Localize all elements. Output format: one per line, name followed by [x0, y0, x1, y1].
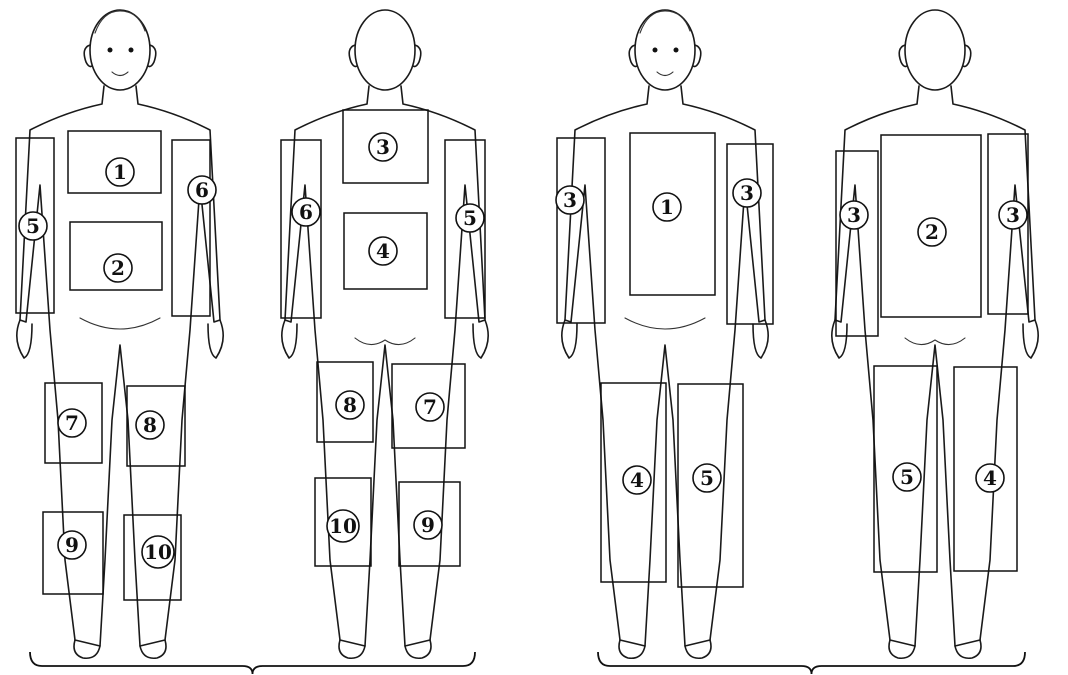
- body-outline: [565, 86, 765, 646]
- right-eye: [674, 48, 679, 53]
- zone-number: 4: [630, 468, 644, 492]
- zone-trunk-2: 2: [70, 222, 162, 290]
- ears: [629, 45, 701, 67]
- zone-number: 3: [847, 203, 861, 227]
- head: [355, 10, 415, 90]
- zone-number: 5: [900, 465, 914, 489]
- zone-number: 9: [421, 513, 435, 537]
- zone-leg-5: 5: [678, 384, 743, 587]
- body-figure-2-back: [282, 10, 488, 658]
- brace-group-left: [30, 652, 475, 674]
- zone-number: 5: [26, 214, 40, 238]
- groin-line: [625, 318, 705, 329]
- zone-number: 6: [195, 178, 209, 202]
- left-eye: [653, 48, 658, 53]
- ears: [349, 45, 421, 67]
- zone-trunk-3: 3: [343, 110, 428, 183]
- zone-leg-10: 10: [124, 515, 181, 600]
- zone-number: 5: [463, 206, 477, 230]
- hair-line: [640, 11, 690, 33]
- zone-number: 7: [423, 395, 437, 419]
- body-figure-4-back: [832, 10, 1038, 658]
- left-eye: [108, 48, 113, 53]
- zone-number: 8: [143, 413, 157, 437]
- zone-number: 6: [299, 200, 313, 224]
- mouth: [657, 72, 673, 76]
- zone-leg-7: 7: [392, 364, 465, 448]
- zone-number: 10: [144, 540, 172, 564]
- zone-number: 3: [563, 188, 577, 212]
- hair-line: [95, 11, 145, 33]
- zone-number: 10: [329, 514, 357, 538]
- head: [905, 10, 965, 90]
- zone-leg-9: 9: [399, 482, 460, 566]
- zone-trunk-1: 1: [630, 133, 715, 295]
- right-eye: [129, 48, 134, 53]
- zone-trunk-4: 4: [344, 213, 427, 289]
- zone-leg-8: 8: [127, 386, 185, 466]
- zone-number: 4: [983, 466, 997, 490]
- mouth: [112, 72, 128, 76]
- body-figure-1-front: [17, 10, 223, 658]
- zone-number: 2: [925, 220, 939, 244]
- zone-leg-9: 9: [43, 512, 103, 594]
- zone-leg-5: 5: [874, 366, 937, 572]
- zone-number: 9: [65, 533, 79, 557]
- buttocks-line: [905, 338, 965, 345]
- zone-number: 4: [376, 239, 390, 263]
- groin-line: [80, 318, 160, 329]
- zone-trunk-1: 1: [68, 131, 161, 193]
- body-figure-3-front: [562, 10, 768, 658]
- zone-arm-6: 6: [172, 140, 216, 316]
- zone-leg-8: 8: [317, 362, 373, 442]
- zone-number: 1: [113, 160, 127, 184]
- zone-number: 3: [740, 181, 754, 205]
- zone-trunk-2: 2: [881, 135, 981, 317]
- ears: [84, 45, 156, 67]
- zone-leg-4: 4: [954, 367, 1017, 571]
- zone-number: 2: [111, 256, 125, 280]
- buttocks-line: [355, 338, 415, 345]
- zone-number: 1: [660, 195, 674, 219]
- zone-leg-4: 4: [601, 383, 666, 582]
- zone-leg-10: 10: [315, 478, 371, 566]
- zone-number: 8: [343, 393, 357, 417]
- zone-number: 3: [376, 135, 390, 159]
- zone-number: 3: [1006, 203, 1020, 227]
- zone-leg-7: 7: [45, 383, 102, 463]
- ears: [899, 45, 971, 67]
- zone-number: 5: [700, 466, 714, 490]
- zone-arm-5: 5: [445, 140, 485, 318]
- zone-number: 7: [65, 411, 79, 435]
